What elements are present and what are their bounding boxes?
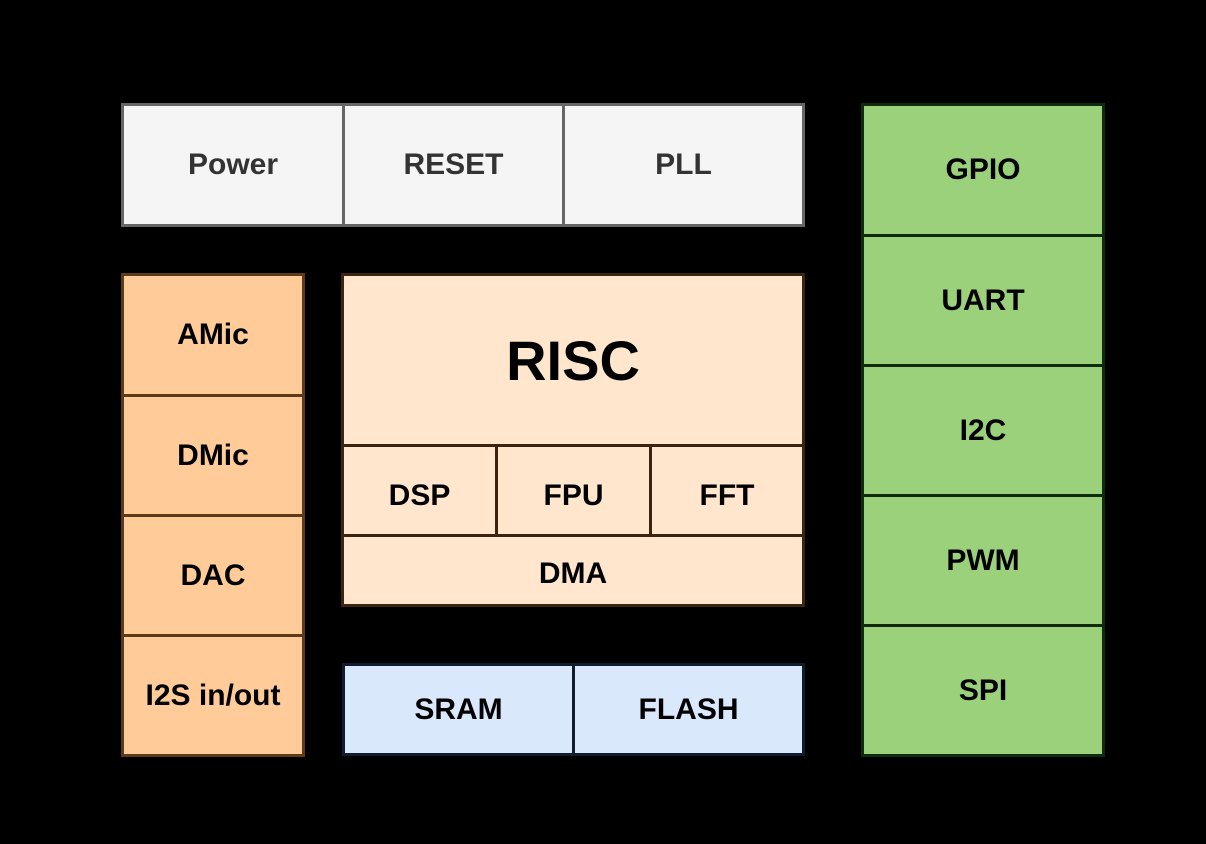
risc-block: RISC (341, 273, 805, 447)
power-label: Power (187, 148, 279, 181)
fft-label: FFT (699, 478, 755, 512)
flash-block: FLASH (572, 663, 805, 756)
uart-label: UART (941, 283, 1025, 317)
fpu-label: FPU (543, 478, 604, 512)
sram-label: SRAM (414, 692, 503, 726)
reset-label: RESET (403, 148, 504, 181)
i2c-block: I2C (861, 364, 1105, 497)
dac-label: DAC (180, 558, 246, 592)
risc-label: RISC (506, 328, 640, 392)
spi-label: SPI (958, 673, 1008, 707)
pwm-label: PWM (946, 543, 1020, 577)
dma-block: DMA (341, 534, 805, 607)
sram-block: SRAM (342, 663, 575, 756)
uart-block: UART (861, 234, 1105, 367)
i2c-label: I2C (959, 413, 1007, 447)
dsp-block: DSP (341, 444, 498, 537)
amic-block: AMic (121, 273, 305, 397)
reset-block: RESET (342, 103, 565, 227)
i2s-block: I2S in/out (121, 634, 305, 757)
dmic-block: DMic (121, 394, 305, 517)
dma-label: DMA (538, 556, 608, 590)
gpio-label: GPIO (945, 153, 1021, 186)
dac-block: DAC (121, 514, 305, 637)
amic-label: AMic (177, 318, 249, 351)
dmic-label: DMic (177, 438, 249, 472)
pll-label: PLL (655, 148, 712, 181)
pll-block: PLL (562, 103, 805, 227)
fpu-block: FPU (495, 444, 652, 537)
gpio-block: GPIO (861, 103, 1105, 237)
i2s-label: I2S in/out (145, 678, 281, 712)
pwm-block: PWM (861, 494, 1105, 627)
power-block: Power (121, 103, 345, 227)
fft-block: FFT (649, 444, 805, 537)
spi-block: SPI (861, 624, 1105, 757)
flash-label: FLASH (638, 692, 739, 726)
dsp-label: DSP (388, 478, 451, 512)
